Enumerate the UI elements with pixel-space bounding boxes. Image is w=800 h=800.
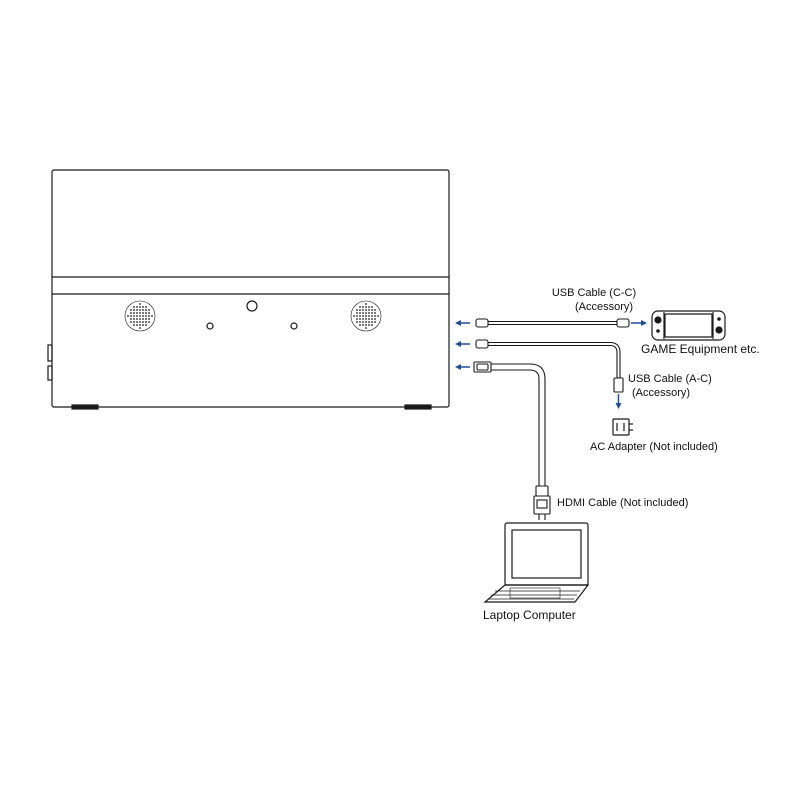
- usb-cc-cable: [475, 318, 630, 328]
- usb-c-port-arrow-1: [455, 320, 470, 326]
- usb-ac-cable-sublabel: (Accessory): [632, 387, 691, 399]
- usb-cc-cable-sublabel: (Accessory): [574, 301, 634, 313]
- game-equipment-label: GAME Equipment etc.: [641, 342, 760, 356]
- game-console-icon: [651, 310, 726, 341]
- laptop-icon: [483, 522, 590, 603]
- right-speaker-grille: [350, 300, 382, 332]
- hdmi-cable: [473, 361, 551, 520]
- left-speaker-grille: [124, 300, 156, 332]
- ac-adapter-icon: [612, 418, 633, 436]
- game-arrow: [631, 320, 647, 326]
- usb-cc-cable-label: USB Cable (C-C): [551, 287, 637, 299]
- hdmi-cable-label: HDMI Cable (Not included): [557, 497, 689, 509]
- hdmi-port-arrow: [455, 364, 470, 370]
- ac-adapter-label: AC Adapter (Not included): [590, 441, 718, 453]
- usb-ac-cable: [475, 339, 624, 393]
- portable-monitor: [47, 169, 450, 410]
- laptop-computer-label: Laptop Computer: [483, 608, 576, 622]
- usb-ac-cable-label: USB Cable (A-C): [628, 373, 712, 385]
- ac-adapter-arrow: [615, 394, 622, 409]
- usb-c-port-arrow-2: [455, 341, 470, 347]
